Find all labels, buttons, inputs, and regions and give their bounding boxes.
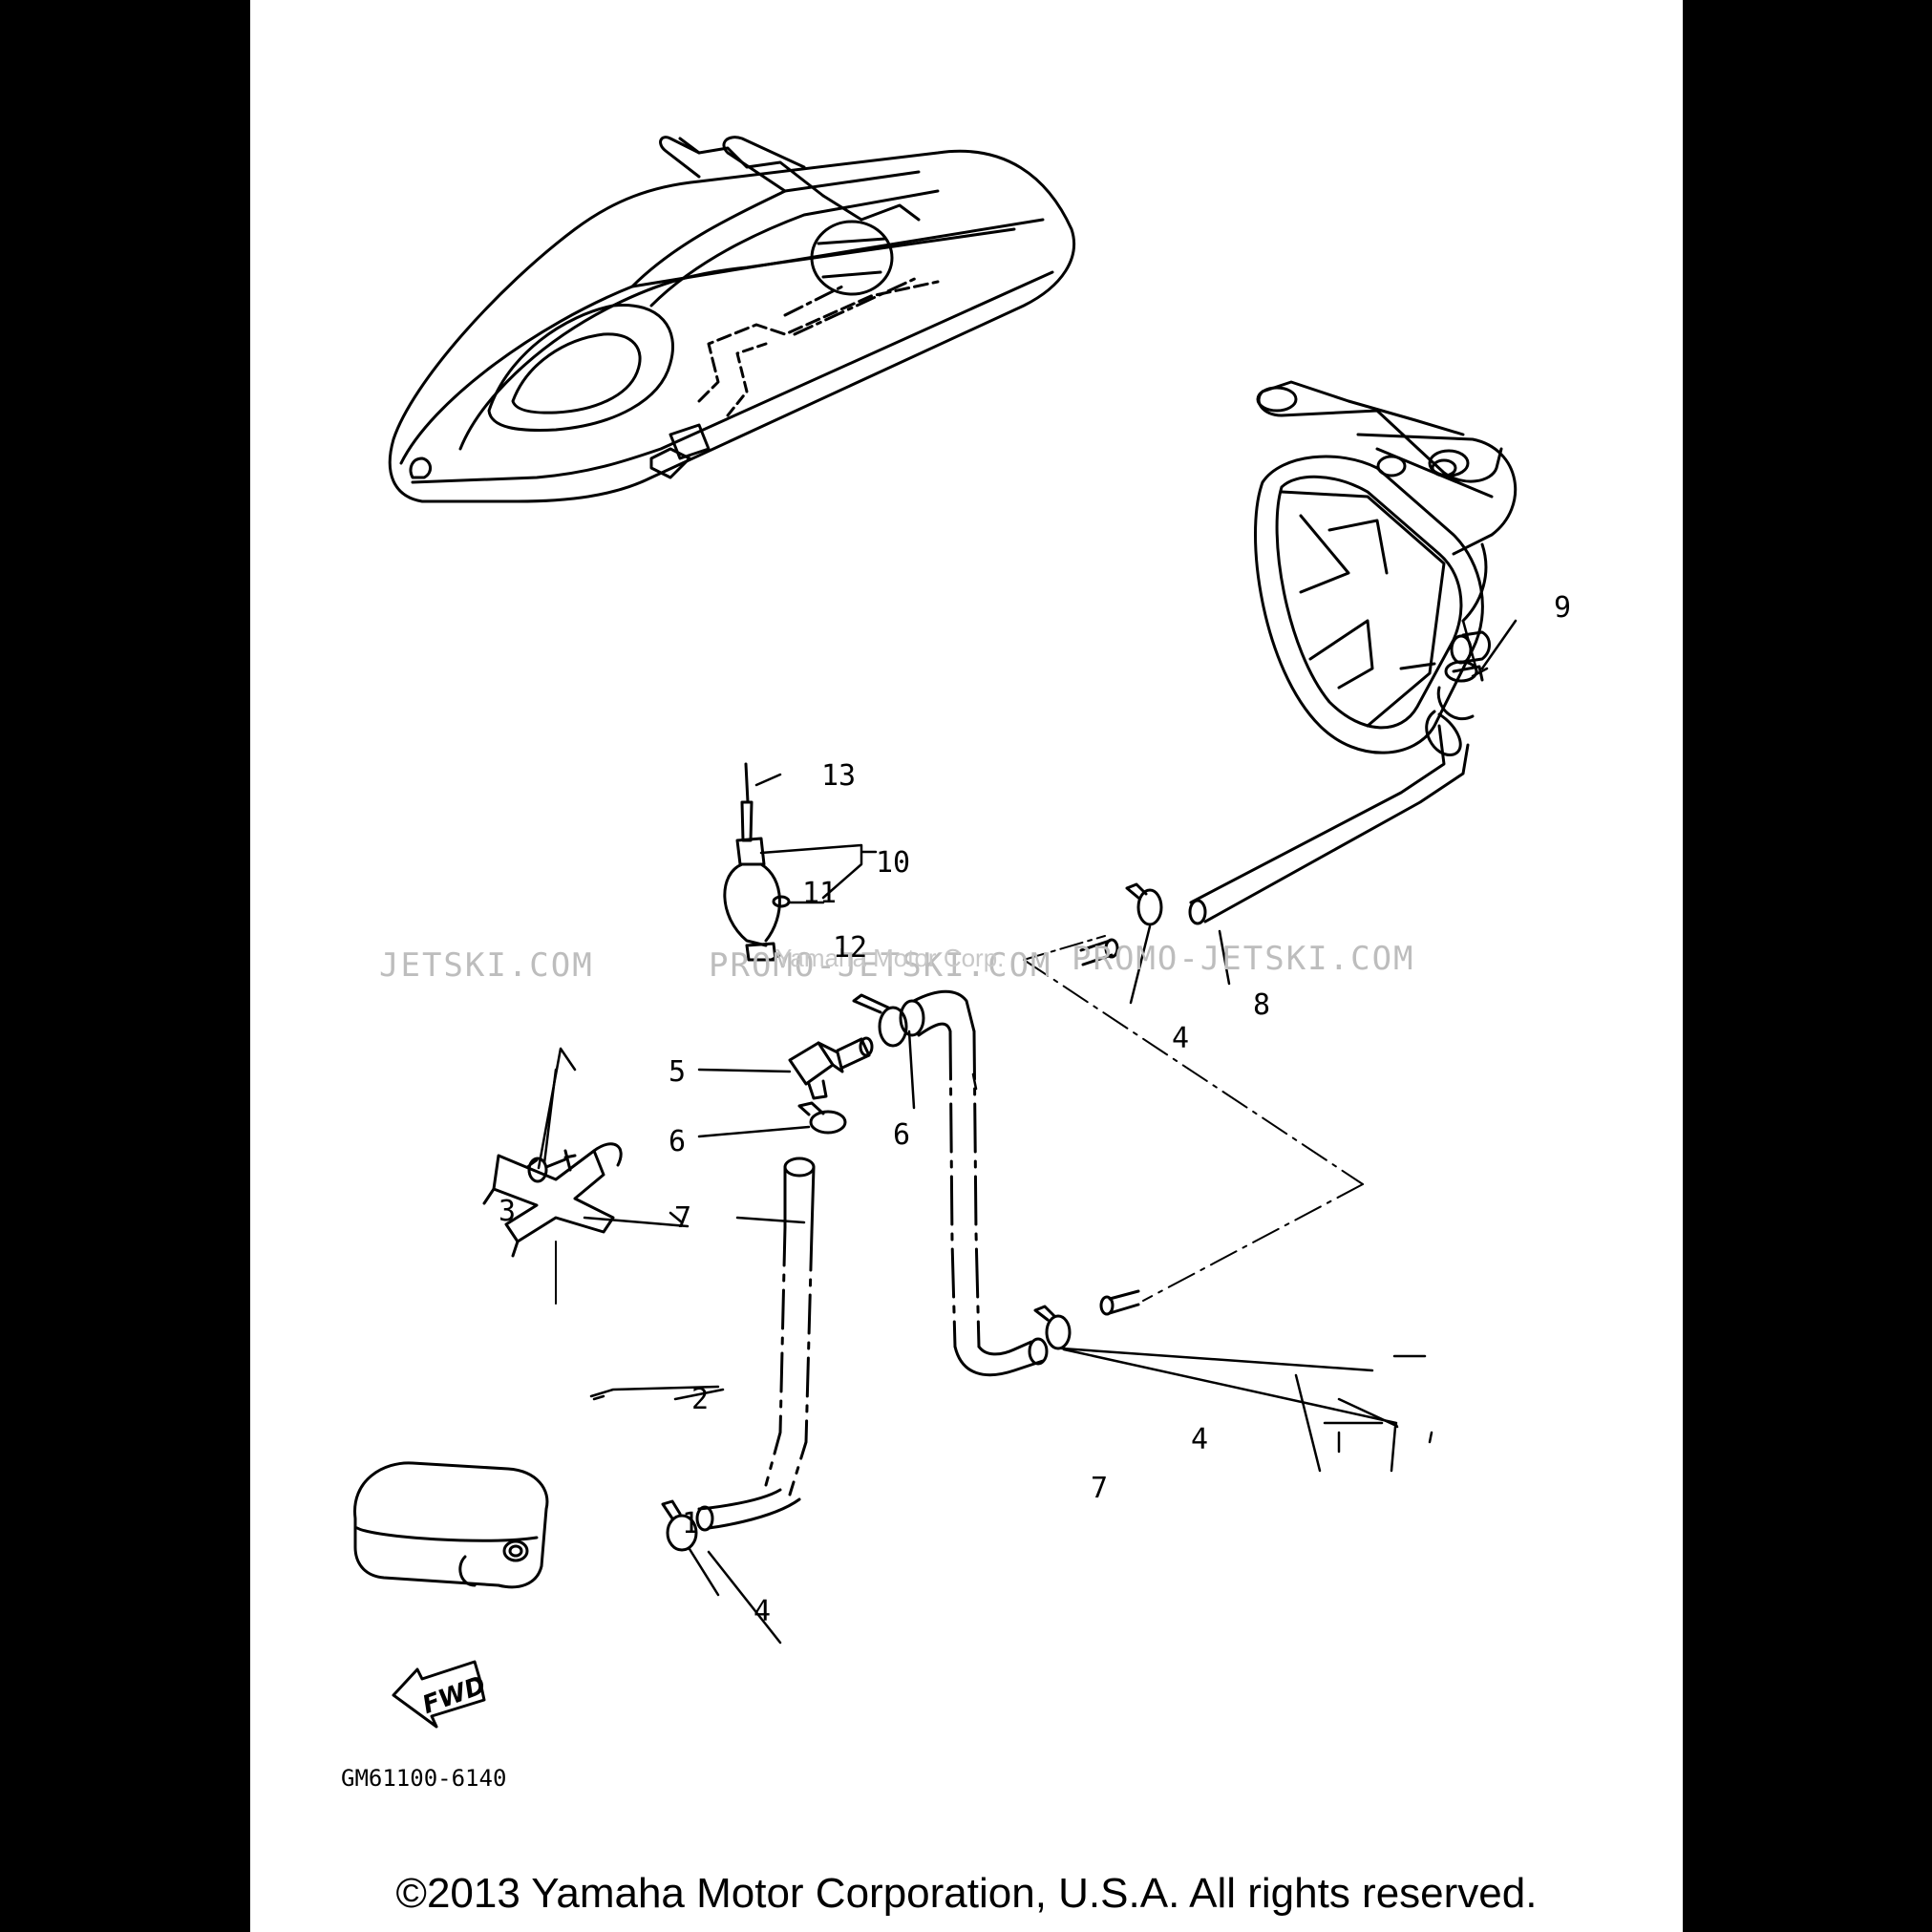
diagram-sheet: JETSKI.COM PROMO-JETSKI.COM Yamaha Motor…	[250, 0, 1683, 1932]
bracket-2	[482, 1142, 623, 1258]
watercraft-illustration	[388, 136, 1076, 503]
callout-9: 9	[1554, 591, 1571, 625]
screw-3	[527, 1149, 577, 1183]
clamp-4	[661, 1499, 698, 1552]
callout-3: 3	[499, 1195, 516, 1228]
clamp-4	[1033, 1305, 1072, 1350]
jet-pump-illustration	[1254, 380, 1518, 754]
fwd-arrow-icon	[392, 1660, 486, 1729]
callout-7: 7	[674, 1201, 691, 1235]
leader-lines	[525, 619, 1518, 1645]
callout-5: 5	[669, 1055, 686, 1089]
callout-11: 11	[802, 877, 837, 910]
callout-1: 1	[682, 1507, 699, 1540]
drawing-code: GM61100-6140	[341, 1765, 506, 1792]
hose-8	[1188, 710, 1470, 925]
hose-7	[695, 1157, 816, 1532]
watermark-right: PROMO-JETSKI.COM	[1072, 940, 1415, 978]
clamp-4	[1125, 882, 1163, 926]
callout-6: 6	[893, 1118, 910, 1152]
watermark-left: JETSKI.COM	[379, 946, 594, 985]
rivet-13	[740, 762, 754, 842]
callout-4: 4	[1172, 1022, 1189, 1055]
callout-8: 8	[1253, 988, 1270, 1022]
hose-7	[899, 989, 1049, 1377]
band-10	[723, 837, 791, 962]
routing-lines	[555, 935, 1364, 1305]
callout-2: 2	[691, 1383, 709, 1416]
watermark-overlay: Yamaha Motor Corp.	[775, 944, 1004, 972]
fwd-label: FWD	[418, 1671, 489, 1720]
callout-6: 6	[669, 1125, 686, 1158]
watermark-middle: PROMO-JETSKI.COM	[709, 946, 1052, 985]
valve-5	[788, 1036, 874, 1100]
clamp-6	[797, 1101, 847, 1135]
canister-1	[353, 1461, 549, 1589]
copyright-notice: ©2013 Yamaha Motor Corporation, U.S.A. A…	[395, 1870, 1538, 1917]
hose-joint	[1079, 938, 1140, 1316]
callout-13: 13	[821, 759, 856, 793]
clamp-6	[852, 993, 908, 1048]
callout-10: 10	[876, 846, 910, 880]
callout-4: 4	[754, 1595, 771, 1628]
callout-7: 7	[1091, 1472, 1108, 1505]
callout-4: 4	[1191, 1423, 1208, 1456]
callout-12: 12	[833, 931, 867, 965]
parts-diagram: JETSKI.COM PROMO-JETSKI.COM Yamaha Motor…	[341, 136, 1571, 1792]
